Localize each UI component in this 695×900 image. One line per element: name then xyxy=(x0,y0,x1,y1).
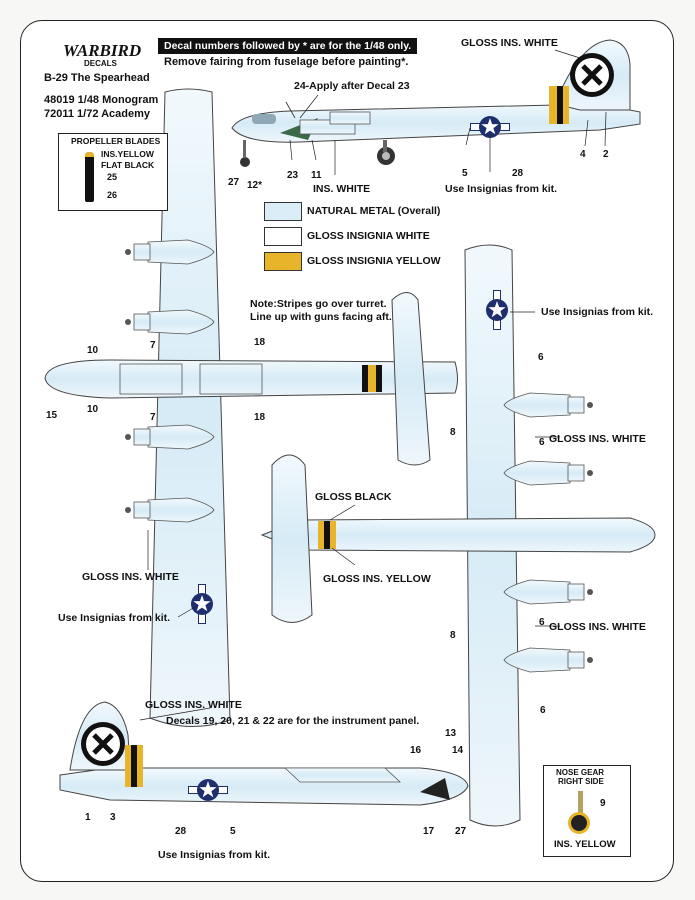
propeller-title: PROPELLER BLADES xyxy=(71,136,161,146)
callout-gloss-white-right1: GLOSS INS. WHITE xyxy=(549,433,646,445)
decal-num: 16 xyxy=(410,745,422,756)
decal-num: 11 xyxy=(311,170,322,181)
decal-num: 10 xyxy=(87,404,99,415)
decal-num: 10 xyxy=(87,345,99,356)
decal-num: 7 xyxy=(150,412,156,423)
scale-note-banner: Decal numbers followed by * are for the … xyxy=(158,38,418,54)
decal-num: 13 xyxy=(445,728,457,739)
sheet-title: B-29 The Spearhead xyxy=(44,72,150,84)
callout-gloss-white-left: GLOSS INS. WHITE xyxy=(82,571,179,583)
kit-72: 72011 1/72 Academy xyxy=(44,108,151,120)
decal-num: 23 xyxy=(287,170,299,181)
nose-gear-title-1: NOSE GEAR xyxy=(556,768,605,777)
prop-num-25: 25 xyxy=(107,172,118,182)
decal-num: 28 xyxy=(512,168,524,179)
brand-logo: WARBIRD xyxy=(63,41,142,60)
decal-num: 8 xyxy=(450,630,456,641)
callout-gloss-yellow: GLOSS INS. YELLOW xyxy=(323,573,431,585)
legend-label-metal: NATURAL METAL (Overall) xyxy=(307,205,441,217)
callout-gloss-white-bottom: GLOSS INS. WHITE xyxy=(145,699,242,711)
decal-num: 7 xyxy=(150,340,156,351)
nose-gear-ins-yellow: INS. YELLOW xyxy=(554,839,616,850)
nose-gear-title-2: RIGHT SIDE xyxy=(558,777,604,786)
decal-num: 4 xyxy=(580,149,586,160)
decal-num: 5 xyxy=(462,168,468,179)
legend-swatch-yellow xyxy=(264,252,302,271)
legend-swatch-white xyxy=(264,227,302,246)
fairing-note: Remove fairing from fuselage before pain… xyxy=(164,56,409,68)
decal-num: 6 xyxy=(540,705,546,716)
prop-num-26: 26 xyxy=(107,190,118,200)
decal-num: 15 xyxy=(46,410,58,421)
decal-num: 18 xyxy=(254,337,266,348)
callout-insignias-left: Use Insignias from kit. xyxy=(58,612,171,624)
decal-num: 3 xyxy=(110,812,116,823)
decal-num: 18 xyxy=(254,412,266,423)
decal-num: 6 xyxy=(538,352,544,363)
legend-swatch-metal xyxy=(264,202,302,221)
decal-num: 8 xyxy=(450,427,456,438)
callout-insignias-top: Use Insignias from kit. xyxy=(445,183,558,195)
callout-gloss-black: GLOSS BLACK xyxy=(315,491,392,503)
prop-yellow-label: INS.YELLOW xyxy=(101,149,154,159)
callout-gloss-white-right2: GLOSS INS. WHITE xyxy=(549,621,646,633)
propeller-tip-icon xyxy=(85,152,94,157)
decal-num: 6 xyxy=(539,437,545,448)
decal-num: 5 xyxy=(230,826,236,837)
nose-gear-box: NOSE GEAR RIGHT SIDE 9 INS. YELLOW xyxy=(543,765,631,857)
decal-num: 12* xyxy=(247,180,263,191)
decal-num: 2 xyxy=(603,149,609,160)
side-view-bottom xyxy=(59,701,469,806)
callout-insignias-right: Use Insignias from kit. xyxy=(541,306,654,318)
decal-num: 27 xyxy=(228,177,240,188)
legend-label-white: GLOSS INSIGNIA WHITE xyxy=(307,230,430,242)
nose-gear-num-9: 9 xyxy=(600,798,606,809)
decal-num: 28 xyxy=(175,826,187,837)
decal-num: 6 xyxy=(539,617,545,628)
callout-instrument-panel: Decals 19, 20, 21 & 22 are for the instr… xyxy=(166,715,420,727)
callout-ins-white: INS. WHITE xyxy=(313,183,371,195)
decal-num: 14 xyxy=(452,745,464,756)
nose-gear-wheel-icon xyxy=(568,812,590,834)
callout-apply-after: 24-Apply after Decal 23 xyxy=(294,80,410,92)
callout-stripes-note-1: Note:Stripes go over turret. xyxy=(250,298,387,310)
propeller-blades-box: PROPELLER BLADES INS.YELLOW FLAT BLACK 2… xyxy=(58,133,168,211)
planform-top-view xyxy=(44,88,458,727)
planform-underside-view xyxy=(260,244,656,827)
prop-black-label: FLAT BLACK xyxy=(101,160,155,170)
propeller-blade-icon xyxy=(85,152,94,202)
decal-num: 27 xyxy=(455,826,467,837)
legend-label-yellow: GLOSS INSIGNIA YELLOW xyxy=(307,255,441,267)
callout-gloss-white-tail: GLOSS INS. WHITE xyxy=(461,37,558,49)
brand-sub: DECALS xyxy=(84,59,117,68)
decal-num: 17 xyxy=(423,826,435,837)
decal-num: 1 xyxy=(85,812,91,823)
kit-48: 48019 1/48 Monogram xyxy=(44,94,159,106)
nose-gear-strut-icon xyxy=(578,791,583,816)
callout-stripes-note-2: Line up with guns facing aft. xyxy=(250,311,392,323)
side-view-top xyxy=(231,39,641,167)
callout-insignias-bottom: Use Insignias from kit. xyxy=(158,849,271,861)
leader-lines xyxy=(139,49,607,801)
